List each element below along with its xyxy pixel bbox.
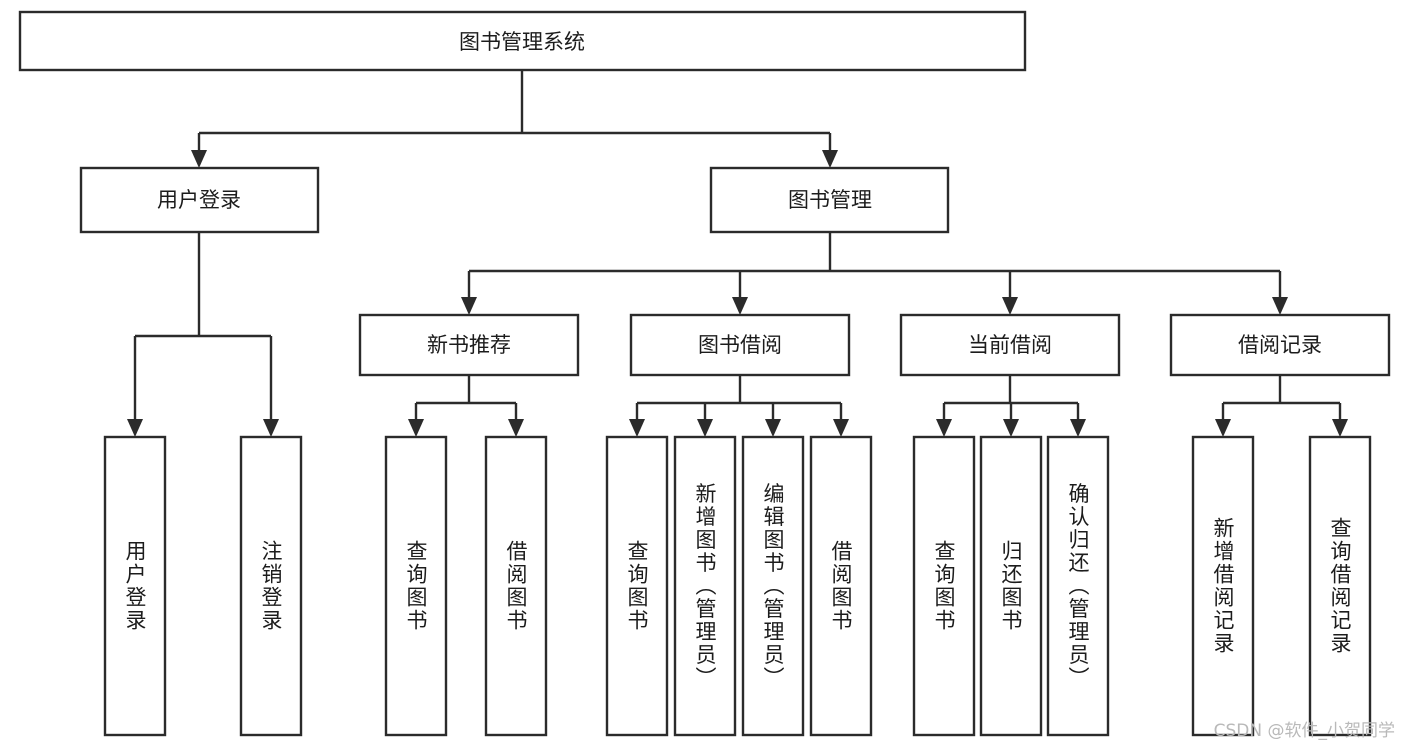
node-new-book-recommend[interactable]: 新书推荐 (358, 313, 580, 377)
leaf-borrow-book-1[interactable]: 借阅图书 (484, 435, 548, 737)
leaf-add-book[interactable]: 新增图书（管理员） (673, 435, 737, 737)
leaf-query-record-label: 查询借阅记录 (1328, 517, 1352, 655)
leaf-borrow-book-1-label: 借阅图书 (504, 540, 528, 632)
arrow-leaf-add-record-icon (1215, 419, 1231, 437)
arrow-to-user-login-icon (191, 150, 207, 168)
leaf-borrow-book-1-box[interactable] (484, 435, 548, 737)
node-user-login[interactable]: 用户登录 (79, 166, 320, 234)
arrow-to-book-manage-icon (822, 150, 838, 168)
node-borrow-record-box[interactable] (1169, 313, 1391, 377)
leaf-query-book-3-box[interactable] (912, 435, 976, 737)
leaf-query-book-1[interactable]: 查询图书 (384, 435, 448, 737)
node-book-borrow-box[interactable] (629, 313, 851, 377)
node-user-login-box[interactable] (79, 166, 320, 234)
arrow-leaf-query-book-1-icon (408, 419, 424, 437)
leaf-query-book-3-label: 查询图书 (932, 540, 956, 632)
node-root-box[interactable] (18, 10, 1027, 72)
arrow-leaf-query-book-3-icon (936, 419, 952, 437)
node-book-manage[interactable]: 图书管理 (709, 166, 950, 234)
leaf-edit-book[interactable]: 编辑图书（管理员） (741, 435, 805, 737)
node-user-login-label: 用户登录 (157, 188, 241, 212)
node-book-manage-label: 图书管理 (788, 188, 872, 212)
leaf-user-login-box[interactable] (103, 435, 167, 737)
leaf-edit-book-box[interactable] (741, 435, 805, 737)
leaf-edit-book-label: 编辑图书（管理员） (761, 483, 785, 690)
leaf-query-book-2[interactable]: 查询图书 (605, 435, 669, 737)
node-borrow-record[interactable]: 借阅记录 (1169, 313, 1391, 377)
node-new-book-recommend-box[interactable] (358, 313, 580, 377)
leaf-add-record-box[interactable] (1191, 435, 1255, 737)
leaf-add-book-label: 新增图书（管理员） (693, 483, 717, 690)
leaf-query-book-2-label: 查询图书 (625, 540, 649, 632)
leaf-borrow-book-2-label: 借阅图书 (829, 540, 853, 632)
node-book-borrow[interactable]: 图书借阅 (629, 313, 851, 377)
node-book-manage-box[interactable] (709, 166, 950, 234)
leaf-logout-login-label: 注销登录 (259, 540, 283, 632)
arrow-leaf-edit-book-icon (765, 419, 781, 437)
node-current-borrow[interactable]: 当前借阅 (899, 313, 1121, 377)
arrow-to-borrow-record-icon (1272, 297, 1288, 315)
arrow-leaf-add-book-icon (697, 419, 713, 437)
arrow-leaf-logout-login-icon (263, 419, 279, 437)
leaf-logout-login-box[interactable] (239, 435, 303, 737)
leaf-user-login[interactable]: 用户登录 (103, 435, 167, 737)
leaf-return-book-box[interactable] (979, 435, 1043, 737)
connector-group (127, 70, 1348, 437)
arrow-to-new-book-icon (461, 297, 477, 315)
arrow-leaf-borrow-book-2-icon (833, 419, 849, 437)
node-current-borrow-label: 当前借阅 (968, 333, 1052, 357)
arrow-leaf-confirm-return-icon (1070, 419, 1086, 437)
leaf-query-record[interactable]: 查询借阅记录 (1308, 435, 1372, 737)
leaf-add-book-box[interactable] (673, 435, 737, 737)
leaf-confirm-return-label: 确认归还（管理员） (1066, 483, 1090, 690)
node-new-book-recommend-label: 新书推荐 (427, 333, 511, 357)
leaf-borrow-book-2[interactable]: 借阅图书 (809, 435, 873, 737)
leaf-add-record[interactable]: 新增借阅记录 (1191, 435, 1255, 737)
leaf-query-book-1-box[interactable] (384, 435, 448, 737)
leaf-add-record-label: 新增借阅记录 (1211, 517, 1235, 655)
arrow-leaf-return-book-icon (1003, 419, 1019, 437)
leaf-query-book-1-label: 查询图书 (404, 540, 428, 632)
node-borrow-record-label: 借阅记录 (1238, 333, 1322, 357)
arrow-leaf-user-login-icon (127, 419, 143, 437)
leaf-return-book-label: 归还图书 (999, 540, 1023, 632)
leaf-logout-login[interactable]: 注销登录 (239, 435, 303, 737)
node-root-label: 图书管理系统 (459, 30, 585, 54)
leaf-query-book-3[interactable]: 查询图书 (912, 435, 976, 737)
node-book-borrow-label: 图书借阅 (698, 333, 782, 357)
leaf-return-book[interactable]: 归还图书 (979, 435, 1043, 737)
node-current-borrow-box[interactable] (899, 313, 1121, 377)
leaf-borrow-book-2-box[interactable] (809, 435, 873, 737)
node-root[interactable]: 图书管理系统 (18, 10, 1027, 72)
leaf-query-book-2-box[interactable] (605, 435, 669, 737)
leaf-confirm-return-box[interactable] (1046, 435, 1110, 737)
leaf-query-record-box[interactable] (1308, 435, 1372, 737)
arrow-leaf-query-book-2-icon (629, 419, 645, 437)
arrow-leaf-borrow-book-1-icon (508, 419, 524, 437)
arrow-to-book-borrow-icon (732, 297, 748, 315)
leaf-confirm-return[interactable]: 确认归还（管理员） (1046, 435, 1110, 737)
arrow-leaf-query-record-icon (1332, 419, 1348, 437)
leaf-user-login-label: 用户登录 (123, 540, 147, 632)
arrow-to-current-borrow-icon (1002, 297, 1018, 315)
